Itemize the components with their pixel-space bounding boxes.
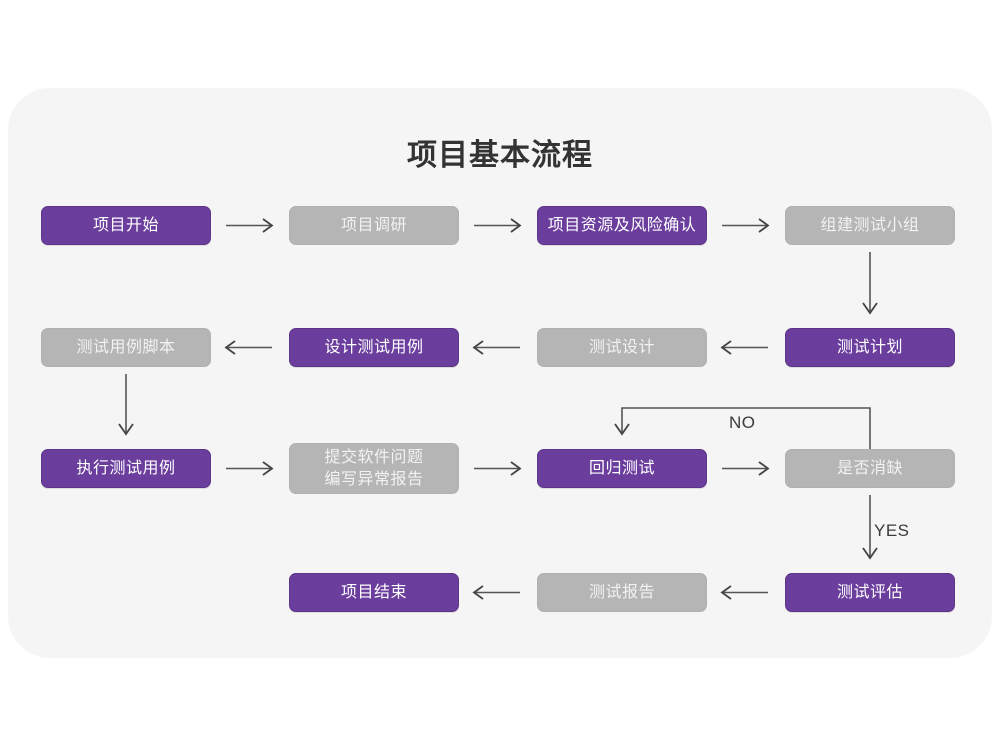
node-test-evaluation[interactable]: 测试评估 — [785, 573, 955, 612]
page-title: 项目基本流程 — [407, 139, 593, 172]
flowchart-panel — [8, 88, 992, 658]
node-resource-risk-confirm[interactable]: 项目资源及风险确认 — [537, 206, 707, 245]
node-project-research[interactable]: 项目调研 — [289, 206, 459, 245]
node-test-plan[interactable]: 测试计划 — [785, 328, 955, 367]
node-test-report[interactable]: 测试报告 — [537, 573, 707, 612]
node-test-case-script[interactable]: 测试用例脚本 — [41, 328, 211, 367]
edge-label-no: NO — [729, 413, 756, 432]
node-design-test-case[interactable]: 设计测试用例 — [289, 328, 459, 367]
node-execute-test-case[interactable]: 执行测试用例 — [41, 449, 211, 488]
node-project-end[interactable]: 项目结束 — [289, 573, 459, 612]
node-defects-cleared-decision[interactable]: 是否消缺 — [785, 449, 955, 488]
node-project-start[interactable]: 项目开始 — [41, 206, 211, 245]
node-submit-issue-report[interactable]: 提交软件问题 编写异常报告 — [289, 443, 459, 494]
node-regression-test[interactable]: 回归测试 — [537, 449, 707, 488]
node-build-test-team[interactable]: 组建测试小组 — [785, 206, 955, 245]
edge-label-yes: YES — [874, 521, 910, 540]
node-test-design[interactable]: 测试设计 — [537, 328, 707, 367]
